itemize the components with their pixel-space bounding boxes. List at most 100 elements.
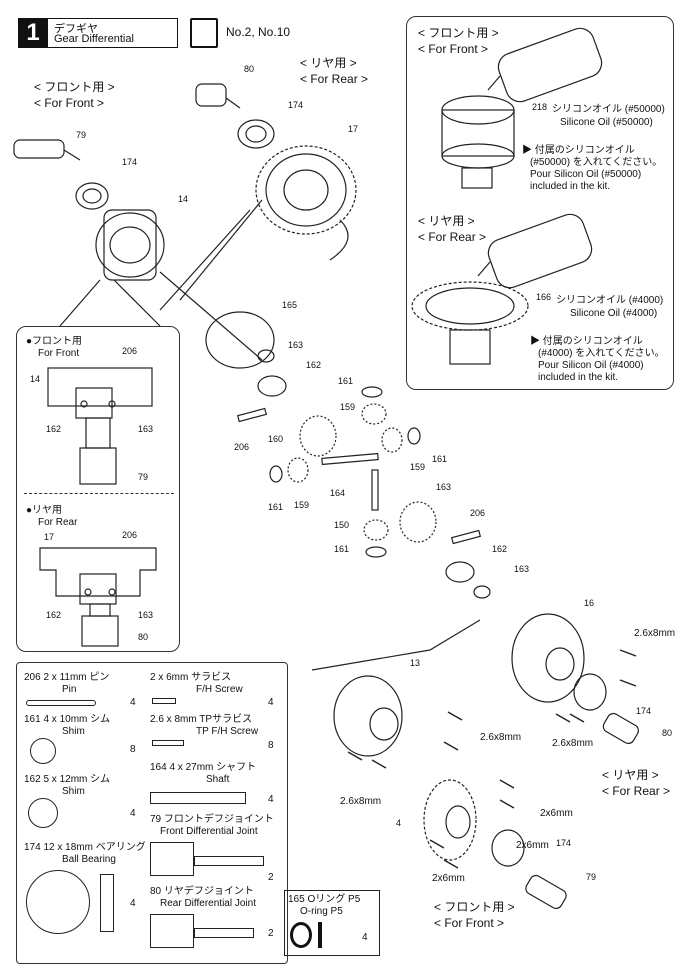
part-80: 80 <box>244 64 254 74</box>
oil-front-name-en: Silicone Oil (#50000) <box>560 117 653 128</box>
rear-label-en: < For Rear > <box>300 72 369 86</box>
part-80b: 80 <box>662 728 672 738</box>
oil-rear-name-jp: シリコンオイル (#4000) <box>556 295 664 306</box>
part-size: 4 x 10mm <box>43 714 88 725</box>
rear-label-jp: < リヤ用 > <box>300 56 357 70</box>
detail-163b: 163 <box>138 610 153 620</box>
shaft-drawing <box>150 792 246 804</box>
part-jp: ベアリング <box>95 842 146 853</box>
part-no: 79 <box>150 814 162 825</box>
part-size: 12 x 18mm <box>43 842 93 853</box>
part-no: 80 <box>150 886 162 897</box>
bearing-side-drawing <box>100 874 114 932</box>
part-jp: フロントデフジョイント <box>163 814 274 825</box>
part-159c: 159 <box>294 500 309 510</box>
part-row-fh: 2 x 6mm サラビス <box>150 672 231 684</box>
part-no: 206 <box>24 672 41 683</box>
rear-joint <box>195 83 241 109</box>
screw-size-3: 2.6x8mm <box>480 732 522 743</box>
detail-front-jp: ●フロント用 <box>26 336 83 347</box>
part-jp: ピン <box>89 672 110 683</box>
oil-rear-note2: (#4000) を入れてください。 <box>538 348 665 359</box>
shim2-drawing <box>28 798 58 828</box>
cross-section-box <box>16 326 180 652</box>
part-174c: 174 <box>636 706 651 716</box>
diff-cap-16 <box>511 613 585 703</box>
qty-oring: 4 <box>362 932 368 943</box>
bevel-gear-160b <box>399 501 437 543</box>
parts-list-box <box>16 662 288 964</box>
part-row-80: 80 リヤデフジョイント <box>150 886 254 898</box>
part-14: 14 <box>178 194 188 204</box>
part-150: 150 <box>334 520 349 530</box>
diff-case-front <box>95 209 165 281</box>
qty-shim: 8 <box>130 744 136 755</box>
shim-163 <box>257 349 275 363</box>
part-jp: シャフト <box>216 762 257 773</box>
part-size: 2 x 11mm <box>43 672 87 683</box>
rear-joint-drawing <box>150 914 194 948</box>
detail-162: 162 <box>46 424 61 434</box>
bearing-174c <box>573 673 607 711</box>
part-164: 164 <box>330 488 345 498</box>
bevel-gear-160 <box>299 415 337 457</box>
shim-162 <box>257 375 287 397</box>
part-en-shaft: Shaft <box>206 774 230 785</box>
part-166: 166 <box>536 292 551 302</box>
part-no: 164 <box>150 762 167 773</box>
shim-161c <box>269 465 283 483</box>
oil-front-note3: Pour Silicon Oil (#50000) <box>530 169 642 180</box>
part-13: 13 <box>410 658 420 668</box>
shim-163b <box>473 585 491 599</box>
front-bottom-jp: < フロント用 > <box>434 900 515 914</box>
part-no: 162 <box>24 774 41 785</box>
oring-drawing <box>290 922 312 948</box>
o-ring <box>205 311 275 369</box>
detail-206b: 206 <box>122 530 137 540</box>
screw-size-6: 2x6mm <box>516 840 549 851</box>
part-79b: 79 <box>586 872 596 882</box>
qty-tpfh: 8 <box>268 740 274 751</box>
fh-screw-drawing <box>152 698 176 704</box>
part-161a: 161 <box>338 376 353 386</box>
front-joint-shaft-drawing <box>194 856 264 866</box>
shim-161b <box>407 427 421 445</box>
part-en-shim: Shim <box>62 726 85 737</box>
rear-bottom-jp: < リヤ用 > <box>602 768 659 782</box>
diff-oil-front <box>441 95 515 189</box>
part-4: 4 <box>396 818 401 828</box>
diff-gear-4 <box>423 779 477 861</box>
part-row-174: 174 12 x 18mm ベアリング <box>24 842 146 854</box>
step-number: 1 <box>18 18 48 48</box>
qty-fh: 4 <box>268 697 274 708</box>
bevel-gear-150 <box>363 519 389 541</box>
part-en-bearing: Ball Bearing <box>62 854 116 865</box>
qty-bearing: 4 <box>130 898 136 909</box>
detail-79: 79 <box>138 472 148 482</box>
front-joint <box>13 139 81 161</box>
oil-rear-title-en: < For Rear > <box>418 230 487 244</box>
oil-rear-note3: Pour Silicon Oil (#4000) <box>538 360 644 371</box>
part-162b: 162 <box>492 544 507 554</box>
detail-14: 14 <box>30 374 40 384</box>
part-no: 161 <box>24 714 41 725</box>
detail-front-en: For Front <box>38 348 80 359</box>
oil-bottle-rear <box>477 213 593 289</box>
detail-rear-jp: ●リヤ用 <box>26 505 63 516</box>
part-16: 16 <box>584 598 594 608</box>
step-title-jp: デフギヤ <box>54 23 98 35</box>
part-159a: 159 <box>340 402 355 412</box>
part-159b: 159 <box>410 462 425 472</box>
oil-rear-title-jp: < リヤ用 > <box>418 214 475 228</box>
detail-162b: 162 <box>46 610 61 620</box>
oil-front-name-jp: シリコンオイル (#50000) <box>552 104 665 115</box>
part-en-rear-joint: Rear Differential Joint <box>160 898 256 909</box>
part-size: 4 x 27mm <box>169 762 214 773</box>
section-rear <box>39 547 157 647</box>
part-en-oring: O-ring P5 <box>300 906 343 917</box>
oil-instructions-box <box>406 16 674 390</box>
oring-box <box>284 890 380 956</box>
detail-17: 17 <box>44 532 54 542</box>
diff-oil-rear <box>411 281 529 365</box>
